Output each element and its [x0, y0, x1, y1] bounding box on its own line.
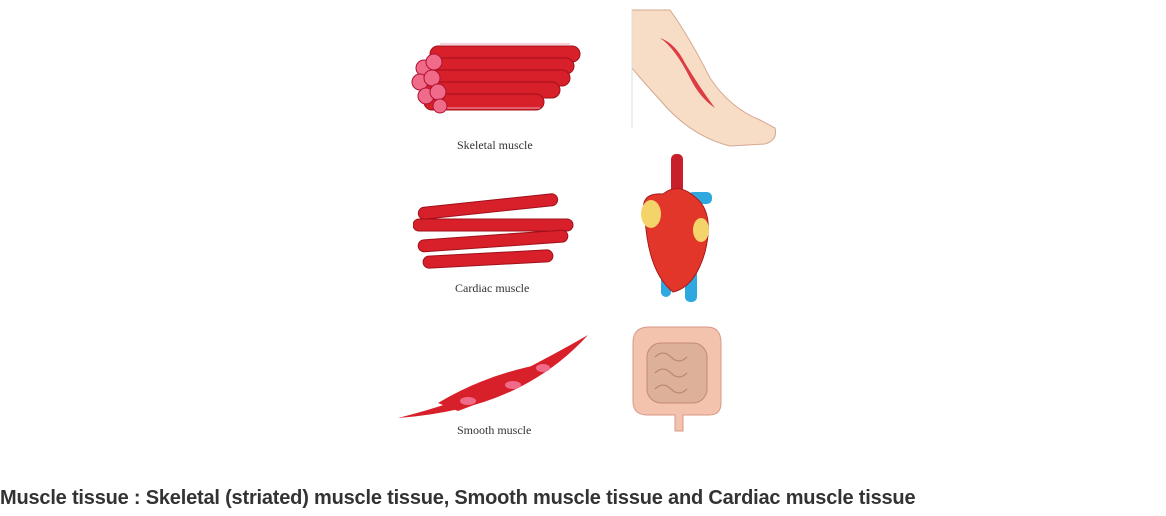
figure-caption: Muscle tissue : Skeletal (striated) musc… — [0, 487, 916, 509]
skeletal-muscle-illustration — [411, 43, 581, 114]
panel-label-cardiac: Cardiac muscle — [455, 281, 530, 295]
smooth-muscle-illustration — [398, 335, 588, 418]
panel-label-skeletal: Skeletal muscle — [457, 138, 533, 152]
cardiac-muscle-illustration — [413, 193, 574, 269]
panel-label-smooth: Smooth muscle — [457, 423, 532, 437]
muscle-types-figure: Skeletal muscle Cardiac muscle Smooth m — [395, 0, 785, 450]
arm-icon — [631, 9, 776, 147]
heart-icon — [641, 154, 712, 302]
intestine-icon — [632, 326, 722, 432]
